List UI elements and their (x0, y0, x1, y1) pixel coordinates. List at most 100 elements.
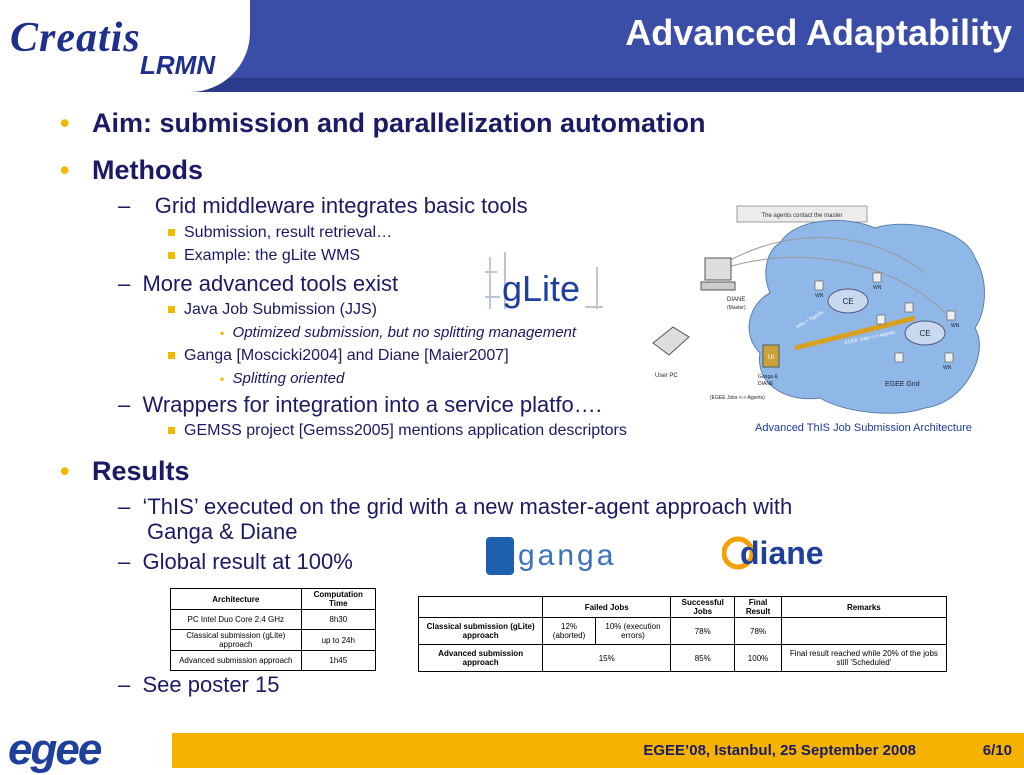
jjs-note-text: Optimized submission, but no splitting m… (232, 324, 577, 341)
jjs-text: Java Job Submission (JJS) (184, 301, 377, 318)
glite-wordmark: gLite (502, 268, 580, 309)
egee-jobs-label: (EGEE Jobs <-> Agents) (710, 395, 765, 401)
diane-logo-ring (722, 536, 755, 570)
bullet-dot: • (220, 326, 225, 340)
square-bullet (168, 352, 175, 360)
header-logo-area (0, 0, 250, 92)
bullet-dot: • (60, 155, 70, 185)
slide-title: Advanced Adaptability (625, 12, 1012, 53)
architecture-diagram: The agents contact the master EGEE Jobs … (652, 205, 985, 414)
bullet-dot: • (60, 108, 70, 138)
square-bullet (168, 229, 175, 237)
bullet-dash: – (118, 549, 131, 574)
table-cell: 100% (734, 644, 782, 672)
user-pc-label: User PC (655, 373, 678, 379)
user-pc-laptop (652, 326, 690, 356)
egee-grid-label: EGEE Grid (885, 381, 920, 388)
table-header-row: Failed Jobs Successful Jobs Final Result… (417, 596, 948, 618)
header-bar-stripe (0, 78, 1024, 92)
table-cell: 12% (aborted) (542, 617, 596, 645)
table-cell: Classical submission (gLite) approach (417, 617, 544, 645)
table-header-cell: Successful Jobs (670, 596, 736, 618)
square-bullet (168, 306, 175, 314)
item-ganga-diane: Ganga [Moscicki2004] and Diane [Maier200… (168, 347, 509, 365)
agents-label-box (736, 205, 868, 223)
page-number: 6/10 (982, 742, 1012, 759)
table-row: Advanced submission approach 1h45 (170, 650, 377, 671)
item-example-wms: Example: the gLite WMS (168, 247, 360, 265)
bullet-dash: – (118, 392, 131, 417)
table-cell: 8h30 (300, 609, 377, 630)
item-submission-retrieval: Submission, result retrieval… (168, 224, 392, 242)
bullet-dash: – (118, 672, 131, 697)
egee-logo: egee (8, 725, 102, 774)
diane-master-base (700, 281, 736, 291)
sub-this-executed: – ‘ThIS’ executed on the grid with a new… (118, 494, 792, 520)
table-cell: 78% (734, 617, 782, 645)
gemss-text: GEMSS project [Gemss2005] mentions appli… (184, 422, 627, 439)
wn-label: WN (943, 365, 952, 371)
global-result-text: Global result at 100% (142, 549, 353, 574)
table-row: Classical submission (gLite) approach 12… (417, 617, 948, 645)
wrappers-text: Wrappers for integration into a service … (142, 392, 602, 417)
sub-grid-middleware: – Grid middleware integrates basic tools (118, 193, 528, 219)
table-cell: up to 24h (300, 629, 377, 651)
ui-label: UI (768, 355, 774, 361)
table-header-cell: Final Result (734, 596, 782, 618)
table-cell: Final result reached while 20% of the jo… (780, 644, 948, 672)
this-executed-text: ‘ThIS’ executed on the grid with a new m… (142, 494, 793, 519)
square-bullet (168, 252, 175, 260)
ganga-logo: ganga (486, 537, 616, 575)
table-cell: PC Intel Duo Core 2.4 GHz (170, 609, 302, 630)
table-cell: 85% (670, 644, 736, 672)
table-cell: 1h45 (300, 650, 377, 671)
submission-retrieval-text: Submission, result retrieval… (184, 224, 393, 241)
lrmn-logo: LRMN (140, 50, 216, 80)
ui-box (762, 344, 780, 368)
ganga-logo-mark (486, 537, 514, 575)
table-row: Classical submission (gLite) approach up… (170, 629, 377, 651)
item-jjs: Java Job Submission (JJS) (168, 301, 377, 319)
ce-node-1 (827, 288, 869, 314)
bullet-dot: • (220, 372, 225, 386)
ganga-wordmark: ganga (518, 539, 616, 572)
bullet-results: • Results (60, 456, 190, 487)
worker-nodes (814, 272, 956, 363)
bullet-dash: – (118, 193, 131, 218)
table-cell: Advanced submission approach (170, 650, 302, 671)
grid-cloud (748, 219, 985, 414)
ganga-diane-label-2: DIANE (758, 381, 774, 387)
ce-label-1: CE (842, 297, 853, 306)
item-splitting: • Splitting oriented (220, 370, 344, 387)
table-row: PC Intel Duo Core 2.4 GHz 8h30 (170, 609, 377, 630)
bullet-dash: – (118, 271, 131, 296)
square-bullet (168, 427, 175, 435)
sub-this-executed-cont: Ganga & Diane (147, 519, 298, 544)
wn-label: WN (873, 285, 882, 291)
table-header-cell: Remarks (780, 596, 948, 618)
sub-wrappers: – Wrappers for integration into a servic… (118, 392, 602, 418)
diane-label: DIANE (727, 297, 745, 303)
aim-text: Aim: submission and parallelization auto… (91, 108, 706, 138)
wn-label: WN (815, 293, 824, 299)
ganga-diane-label: Ganga & (758, 374, 778, 380)
diagram-caption: Advanced ThIS Job Submission Architectur… (755, 422, 972, 434)
splitting-text: Splitting oriented (232, 370, 345, 387)
poster-text: See poster 15 (142, 672, 280, 697)
table-cell: Advanced submission approach (417, 644, 544, 672)
table-cell: 15% (542, 644, 672, 672)
methods-text: Methods (91, 155, 203, 185)
jobs-arrow (794, 315, 916, 351)
job-results-table: Failed Jobs Successful Jobs Final Result… (417, 596, 948, 672)
master-label: (Master) (727, 305, 746, 311)
results-text: Results (91, 456, 190, 486)
sub-global-result: – Global result at 100% (118, 549, 353, 575)
example-wms-text: Example: the gLite WMS (184, 247, 361, 264)
table-header-row: Architecture Computation Time (170, 588, 377, 610)
computation-time-table: Architecture Computation Time PC Intel D… (170, 588, 377, 671)
table-cell: 78% (670, 617, 736, 645)
table-cell: Classical submission (gLite) approach (170, 629, 302, 651)
contact-arrow-1 (724, 237, 926, 274)
footer-bar (172, 733, 1024, 768)
grid-middleware-text: Grid middleware integrates basic tools (154, 193, 528, 218)
